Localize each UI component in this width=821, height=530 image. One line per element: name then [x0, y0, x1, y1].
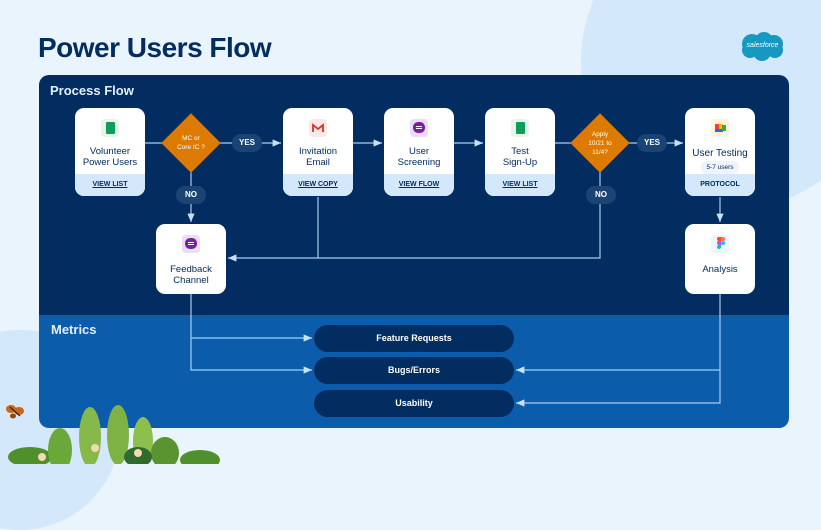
plants-decoration	[8, 405, 220, 464]
google-meet-icon	[711, 119, 729, 137]
output-analysis: Analysis	[685, 224, 755, 294]
view-copy-link[interactable]: VIEW COPY	[283, 174, 353, 196]
view-list-link[interactable]: VIEW LIST	[75, 174, 145, 196]
chat-form-icon	[410, 119, 428, 137]
metric-feature-requests: Feature Requests	[314, 325, 514, 352]
view-list-link[interactable]: VIEW LIST	[485, 174, 555, 196]
metrics-label: Metrics	[51, 322, 97, 337]
step-title: Invitation	[298, 146, 338, 157]
no-label: NO	[176, 186, 206, 204]
step-title: Screening	[397, 157, 441, 168]
output-title: Channel	[173, 275, 209, 286]
salesforce-logo-text: salesforce	[746, 42, 779, 49]
google-sheets-icon	[101, 119, 119, 137]
google-sheets-icon	[511, 119, 529, 137]
connector	[516, 293, 721, 407]
protocol-link[interactable]: PROTOCOL	[685, 174, 755, 196]
step-title: Power Users	[82, 157, 138, 168]
gmail-icon	[309, 119, 327, 137]
figma-icon	[711, 235, 729, 253]
metric-bugs-errors: Bugs/Errors	[314, 357, 514, 384]
user-count-badge: 5-7 users	[701, 161, 739, 174]
connector	[190, 293, 312, 374]
yes-label: YES	[232, 134, 262, 152]
step-title: Test	[511, 146, 529, 157]
chat-icon	[182, 235, 200, 253]
step-title: User	[408, 146, 430, 157]
process-flow-label: Process Flow	[50, 83, 134, 98]
no-label: NO	[586, 186, 616, 204]
step-title: User Testing	[692, 148, 748, 159]
step-title: Sign-Up	[502, 157, 538, 168]
output-title: Feedback	[170, 264, 212, 275]
output-title: Analysis	[702, 264, 738, 275]
butterfly-icon	[6, 405, 24, 419]
step-title: Email	[306, 157, 330, 168]
metric-usability: Usability	[314, 390, 514, 417]
view-flow-link[interactable]: VIEW FLOW	[384, 174, 454, 196]
yes-label: YES	[637, 134, 667, 152]
page-title: Power Users Flow	[38, 32, 272, 63]
step-user-testing: User Testing 5-7 users PROTOCOL	[685, 108, 755, 196]
step-title: Volunteer	[89, 146, 131, 157]
salesforce-logo-icon	[742, 32, 783, 61]
